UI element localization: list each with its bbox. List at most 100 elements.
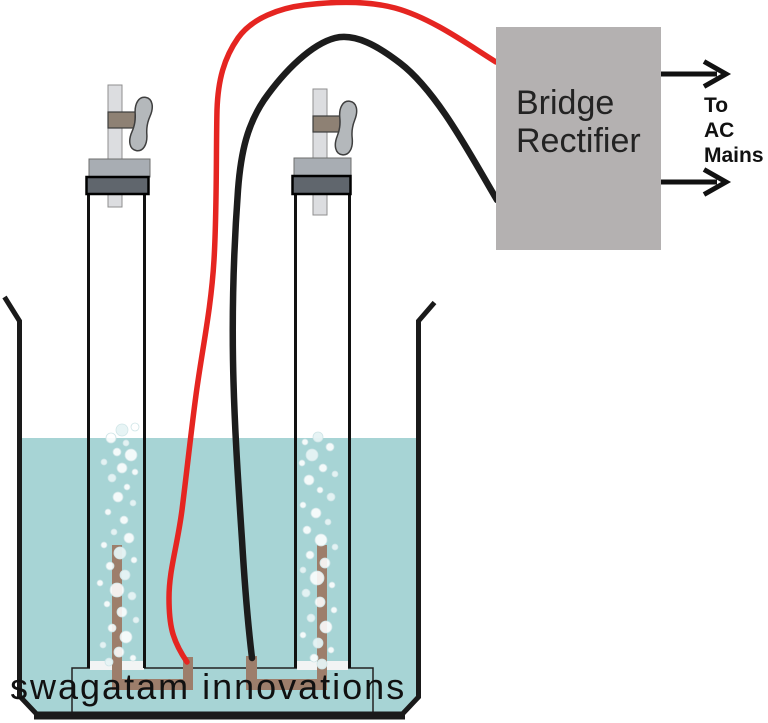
gas-bubble xyxy=(105,432,117,444)
gas-bubble xyxy=(127,591,137,601)
gas-bubble xyxy=(303,474,315,486)
electrode-right-bottom xyxy=(246,679,327,690)
gas-bubble xyxy=(107,623,117,633)
gas-bubble xyxy=(129,499,137,507)
gas-bubbles-left xyxy=(96,422,140,667)
gas-bubble xyxy=(301,438,309,446)
tube-cap xyxy=(293,157,352,177)
gas-bubble xyxy=(302,525,312,535)
gas-bubble xyxy=(103,600,111,608)
bridge-rectifier-box: Bridge Rectifier xyxy=(496,27,661,250)
gas-bubble xyxy=(316,658,328,670)
gas-bubbles-right xyxy=(298,431,339,670)
tube-stopper xyxy=(291,174,352,196)
gas-bubble xyxy=(131,468,139,476)
gas-bubble xyxy=(107,473,117,483)
gas-bubble xyxy=(113,646,125,658)
gas-bubble xyxy=(104,508,112,516)
stand-hardware-right xyxy=(291,88,358,216)
gas-bubble xyxy=(132,616,140,624)
stand-rod xyxy=(312,88,328,216)
wing-nut-icon xyxy=(128,96,154,152)
gas-bubble xyxy=(319,557,331,569)
ac-arrow-top-icon xyxy=(661,59,732,89)
ac-arrow-bottom-icon xyxy=(661,167,732,197)
gas-bubble xyxy=(324,518,332,526)
gas-bubble xyxy=(330,606,338,614)
gas-bubble xyxy=(314,596,326,608)
tube-cap xyxy=(88,158,151,178)
gas-bubble xyxy=(105,561,115,571)
electrode-right-vertical xyxy=(317,545,327,690)
gas-bubble xyxy=(299,631,307,639)
electrode-left xyxy=(112,545,193,690)
gas-bubble xyxy=(110,528,118,536)
gas-bubble xyxy=(325,442,335,452)
gas-bubble xyxy=(99,641,107,649)
clamp-block xyxy=(107,111,138,129)
beaker-outline xyxy=(2,295,437,720)
bridge-rectifier-label-line2: Rectifier xyxy=(516,122,641,160)
gas-bubble xyxy=(299,566,307,574)
electrode-left-vertical xyxy=(112,545,122,690)
gas-bubble xyxy=(122,439,130,447)
ac-output-arrows xyxy=(661,59,732,197)
red-wire xyxy=(166,0,499,665)
bridge-rectifier-label-line1: Bridge xyxy=(516,84,615,122)
stand-hardware-left xyxy=(85,84,154,208)
gas-bubble xyxy=(299,501,307,509)
gas-bubble xyxy=(100,541,108,549)
tube-stopper xyxy=(85,175,150,196)
gas-bubble xyxy=(96,579,104,587)
electrode-right xyxy=(246,545,327,690)
bridge-rectifier-label: Bridge Rectifier xyxy=(516,84,641,160)
gas-bubble xyxy=(123,532,135,544)
gas-bubble xyxy=(318,463,328,473)
gas-bubble xyxy=(123,483,131,491)
gas-bubble xyxy=(312,431,324,443)
watermark-text: swagatam innovations xyxy=(10,666,407,707)
gas-bubble xyxy=(326,492,336,502)
gas-bubble xyxy=(305,550,315,560)
gas-bubble xyxy=(298,459,306,467)
gas-bubble xyxy=(309,653,319,663)
gas-bubble xyxy=(130,422,140,432)
test-tube-right xyxy=(294,179,351,668)
electrode-left-bottom xyxy=(112,679,193,690)
gas-bubble xyxy=(305,448,319,462)
gas-bubble xyxy=(124,448,138,462)
gas-bubble xyxy=(316,486,324,494)
gas-bubble xyxy=(116,606,128,618)
gas-bubble xyxy=(104,657,114,667)
gas-bubble xyxy=(319,620,333,634)
ac-mains-label: To AC Mains xyxy=(704,93,764,168)
gas-bubble xyxy=(119,515,129,525)
gas-bubble xyxy=(314,533,328,547)
black-wire xyxy=(229,33,501,662)
gas-bubble xyxy=(331,543,339,551)
gas-bubble xyxy=(109,582,125,598)
gas-bubble xyxy=(310,507,322,519)
gas-bubble xyxy=(119,630,133,644)
clamp-block xyxy=(312,115,343,133)
gas-bubble xyxy=(331,470,339,478)
gas-bubble xyxy=(116,462,128,474)
gas-bubble xyxy=(327,646,335,654)
gas-bubble xyxy=(306,613,316,623)
electrode-left-terminal xyxy=(183,657,193,683)
ac-mains-line2: AC xyxy=(704,119,735,142)
gas-bubble xyxy=(112,491,124,503)
electrode-right-terminal xyxy=(246,656,257,683)
gas-bubble xyxy=(130,556,138,564)
gas-bubble xyxy=(328,581,336,589)
wing-nut-icon xyxy=(334,100,358,156)
gas-bubble xyxy=(115,423,129,437)
gas-bubble xyxy=(100,458,108,466)
gas-bubble xyxy=(129,654,137,662)
gas-bubble xyxy=(119,569,131,581)
gas-bubble xyxy=(309,570,325,586)
ac-mains-line3: Mains xyxy=(704,144,764,167)
ac-mains-line1: To xyxy=(704,94,729,117)
